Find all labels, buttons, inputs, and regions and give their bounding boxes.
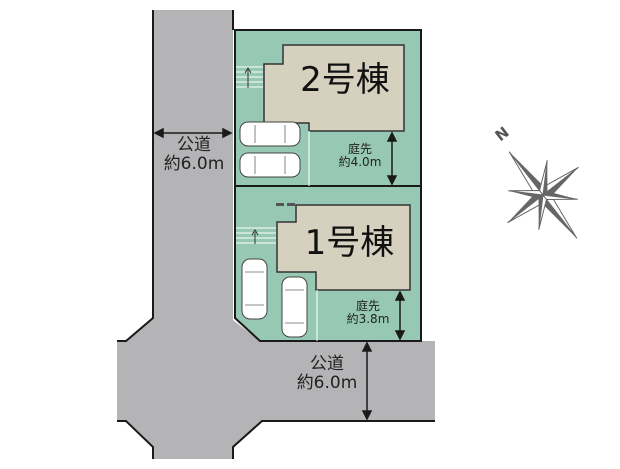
building-2-label: 2号棟 xyxy=(300,60,390,100)
road-edge-southwest xyxy=(117,420,154,459)
yard-1-label: 庭先 xyxy=(355,299,380,313)
yard-2-label: 庭先 xyxy=(347,142,372,156)
building-1-label: 1号棟 xyxy=(304,223,395,263)
road-south-width: 約6.0m xyxy=(296,372,358,393)
road-west-type: 公道 xyxy=(177,135,211,155)
building-1-footprint xyxy=(276,204,411,291)
road-south-label: 公道 約6.0m xyxy=(288,355,366,392)
road-edge-southeast xyxy=(232,420,435,459)
road-south-type: 公道 xyxy=(310,354,344,374)
dimension-arrow xyxy=(153,127,406,421)
stairs-icon xyxy=(236,66,263,88)
stairs-icon xyxy=(236,227,276,244)
building-2-yard-label: 庭先 約4.0m xyxy=(330,142,390,170)
road-west-label: 公道 約6.0m xyxy=(155,136,233,173)
yard-2-depth: 約4.0m xyxy=(338,155,382,170)
road-west-width: 約6.0m xyxy=(163,153,225,174)
yard-1-depth: 約3.8m xyxy=(346,312,390,327)
road-surface xyxy=(117,10,435,459)
road-edge-west xyxy=(117,10,154,342)
compass-rose-icon xyxy=(507,151,579,239)
building-2-footprint xyxy=(263,44,405,132)
building-1-yard-label: 庭先 約3.8m xyxy=(338,299,398,327)
